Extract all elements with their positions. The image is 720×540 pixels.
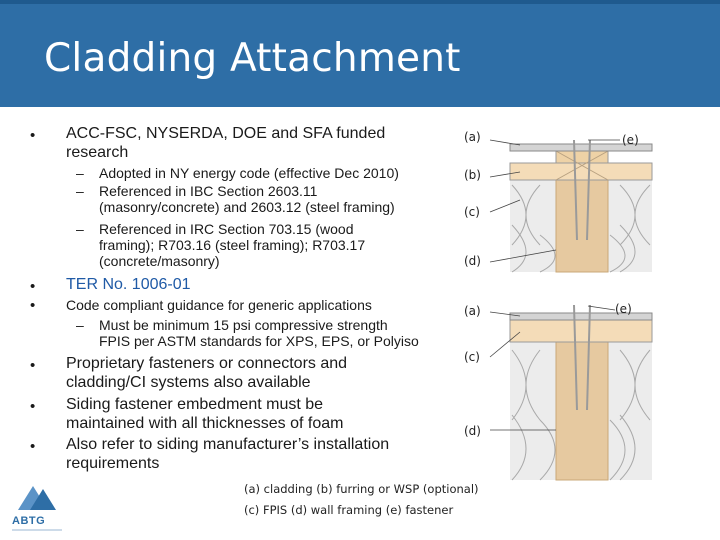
sub-bullet-2-line-1: Referenced in IBC Section 2603.11 bbox=[99, 183, 318, 199]
fastener bbox=[573, 139, 578, 241]
leader-e bbox=[587, 305, 616, 311]
sub-bullet-2: Referenced in IBC Section 2603.11 (mason… bbox=[99, 183, 395, 215]
bullet-dot: • bbox=[30, 127, 36, 144]
cladding bbox=[509, 312, 653, 321]
insulation-batt-lines bbox=[511, 184, 651, 273]
title-bar: Cladding Attachment bbox=[0, 0, 720, 107]
slide-title: Cladding Attachment bbox=[44, 36, 461, 81]
fastener bbox=[586, 139, 591, 241]
bullet-5-line-2: maintained with all thicknesses of foam bbox=[66, 415, 344, 432]
ter-link[interactable]: TER No. 1006-01 bbox=[66, 276, 191, 293]
bullet-5: Siding fastener embedment must be mainta… bbox=[66, 395, 343, 433]
sub-bullet-4-line-1: Must be minimum 15 psi compressive stren… bbox=[99, 317, 388, 333]
diagram-caption-line-2: (c) FPIS (d) wall framing (e) fastener bbox=[244, 503, 454, 517]
bullet-3: Code compliant guidance for generic appl… bbox=[66, 297, 372, 313]
furring-cross bbox=[555, 150, 609, 181]
bullet-4-line-1: Proprietary fasteners or connectors and bbox=[66, 355, 348, 372]
bullet-1-line-1: ACC-FSC, NYSERDA, DOE and SFA funded bbox=[66, 125, 386, 142]
bullet-4-line-2: cladding/CI systems also available bbox=[66, 374, 311, 391]
bullet-4: Proprietary fasteners or connectors and … bbox=[66, 354, 347, 392]
bullet-dot: • bbox=[30, 278, 36, 295]
sub-bullet-1-line-1: Adopted in NY energy code (effective Dec… bbox=[99, 165, 399, 181]
bullet-1-line-2: research bbox=[66, 144, 129, 161]
cladding bbox=[509, 143, 653, 152]
fpis-layer bbox=[509, 319, 653, 343]
sub-bullet-3-line-3: (concrete/masonry) bbox=[99, 253, 220, 269]
bullet-6: Also refer to siding manufacturer’s inst… bbox=[66, 435, 389, 473]
sub-bullet-1: Adopted in NY energy code (effective Dec… bbox=[99, 165, 399, 181]
label-top-a: (a) bbox=[464, 130, 481, 144]
sub-bullet-4-line-2: FPIS per ASTM standards for XPS, EPS, or… bbox=[99, 333, 419, 349]
sub-bullet-2-line-2: (masonry/concrete) and 2603.12 (steel fr… bbox=[99, 199, 395, 215]
insulation-batt-lines bbox=[511, 349, 651, 481]
sub-bullet-dash: – bbox=[76, 221, 84, 237]
sub-bullet-dash: – bbox=[76, 183, 84, 199]
abtg-logo-mark bbox=[12, 486, 62, 531]
label-top-c: (c) bbox=[464, 205, 480, 219]
sub-bullet-4: Must be minimum 15 psi compressive stren… bbox=[99, 317, 419, 349]
sub-bullet-dash: – bbox=[76, 165, 84, 181]
wall-section-top bbox=[489, 139, 653, 273]
wall-section-bottom bbox=[489, 304, 653, 481]
abtg-logo-text: ABTG bbox=[12, 515, 46, 527]
bullet-dot: • bbox=[30, 438, 36, 455]
sub-bullet-3-line-1: Referenced in IRC Section 703.15 (wood bbox=[99, 221, 354, 237]
bullet-dot: • bbox=[30, 357, 36, 374]
wall-framing bbox=[555, 179, 609, 273]
fastener bbox=[586, 304, 591, 411]
bullet-6-line-1: Also refer to siding manufacturer’s inst… bbox=[66, 436, 390, 453]
sub-bullet-dash: – bbox=[76, 317, 84, 333]
leader-b bbox=[489, 171, 521, 178]
bullet-1: ACC-FSC, NYSERDA, DOE and SFA funded res… bbox=[66, 124, 385, 162]
leader-d bbox=[489, 249, 557, 263]
label-bottom-a: (a) bbox=[464, 304, 481, 318]
fastener bbox=[573, 304, 578, 411]
wall-framing bbox=[555, 341, 609, 481]
bullet-dot: • bbox=[30, 297, 36, 314]
bullet-6-line-2: requirements bbox=[66, 455, 160, 472]
leader-c bbox=[489, 199, 521, 213]
logo-triangle-right bbox=[30, 489, 56, 510]
label-top-e: (e) bbox=[622, 133, 639, 147]
furring bbox=[555, 150, 609, 164]
diagram-caption-line-1: (a) cladding (b) furring or WSP (optiona… bbox=[244, 482, 479, 496]
bullet-dot: • bbox=[30, 398, 36, 415]
sub-bullet-3-line-2: framing); R703.16 (steel framing); R703.… bbox=[99, 237, 366, 253]
label-bottom-e: (e) bbox=[615, 302, 632, 316]
leader-a bbox=[489, 139, 521, 146]
bullet-5-line-1: Siding fastener embedment must be bbox=[66, 396, 324, 413]
label-bottom-c: (c) bbox=[464, 350, 480, 364]
leader-c bbox=[489, 331, 521, 358]
label-bottom-d: (d) bbox=[464, 424, 481, 438]
label-top-b: (b) bbox=[464, 168, 481, 182]
sub-bullet-3: Referenced in IRC Section 703.15 (wood f… bbox=[99, 221, 365, 269]
leader-a bbox=[489, 311, 521, 317]
label-top-d: (d) bbox=[464, 254, 481, 268]
title-bar-edge bbox=[0, 0, 720, 4]
